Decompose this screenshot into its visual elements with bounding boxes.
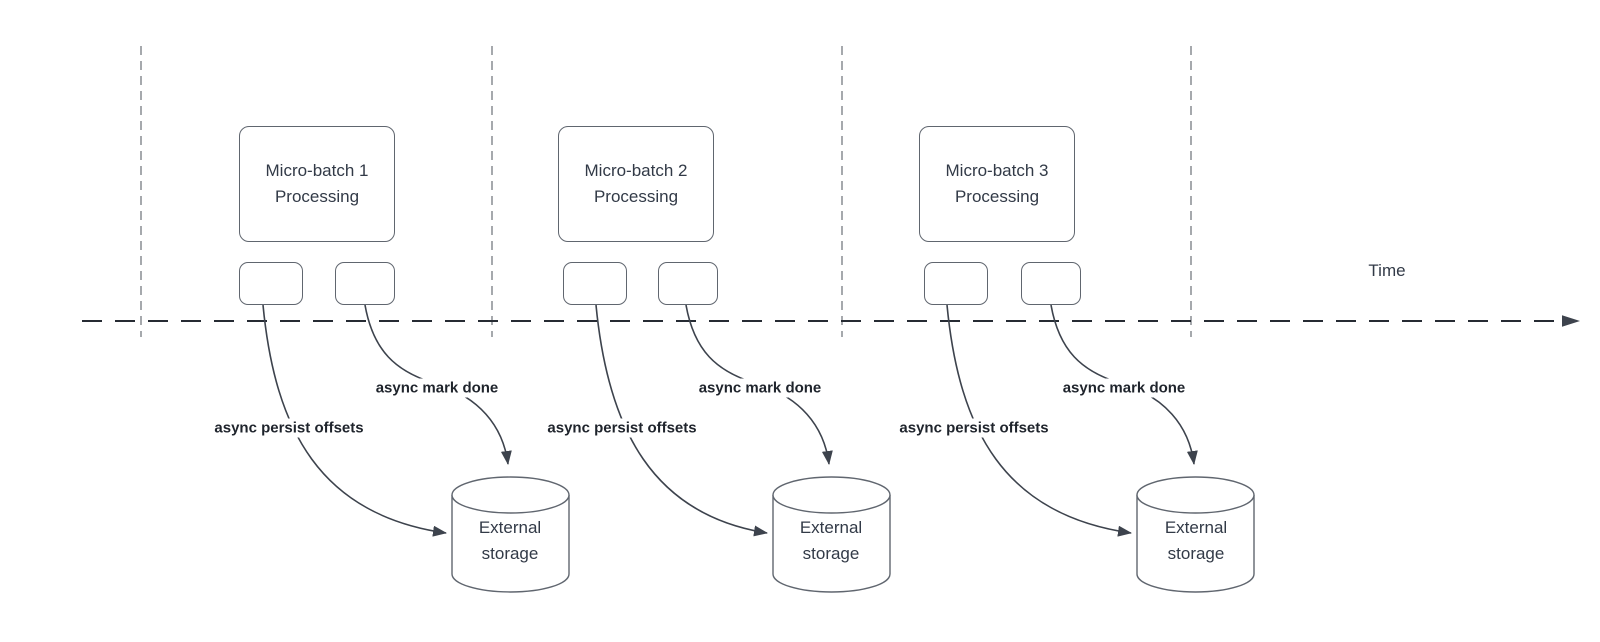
- offset-commit-task-3: [924, 262, 988, 305]
- mark-done-label-1: async mark done: [371, 378, 503, 398]
- mark-done-task-2: [658, 262, 718, 305]
- persist-offsets-arrow-1: [262, 304, 447, 537]
- external-storage-label-2: External storage: [799, 518, 863, 563]
- persist-offsets-label-1: async persist offsets: [210, 418, 368, 438]
- storage-cylinder-2: [772, 476, 891, 593]
- storage-cylinder-3: [1136, 476, 1255, 593]
- offset-commit-task-1: [239, 262, 303, 305]
- offset-commit-task-2: [563, 262, 627, 305]
- mark-done-task-3: [1021, 262, 1081, 305]
- micro-batch-2-label: Micro-batch 2 Processing: [584, 161, 688, 206]
- micro-batch-1-box: Micro-batch 1 Processing: [239, 126, 395, 242]
- micro-batch-2-box: Micro-batch 2 Processing: [558, 126, 714, 242]
- mark-done-task-1: [335, 262, 395, 305]
- persist-offsets-arrow-3: [946, 304, 1132, 537]
- batch-interval-gridlines: [140, 46, 1192, 337]
- persist-offsets-label-3: async persist offsets: [895, 418, 1053, 438]
- micro-batch-1-label: Micro-batch 1 Processing: [265, 161, 369, 206]
- time-axis-arrowhead-icon: [1562, 315, 1580, 327]
- external-storage-label-1: External storage: [478, 518, 542, 563]
- persist-offsets-label-2: async persist offsets: [543, 418, 701, 438]
- micro-batch-3-box: Micro-batch 3 Processing: [919, 126, 1075, 242]
- time-axis-label: Time: [1368, 261, 1406, 280]
- mark-done-label-3: async mark done: [1058, 378, 1190, 398]
- external-storage-label-3: External storage: [1164, 518, 1228, 563]
- persist-offsets-arrow-2: [595, 304, 768, 537]
- mark-done-label-2: async mark done: [694, 378, 826, 398]
- micro-batch-3-label: Micro-batch 3 Processing: [945, 161, 1049, 206]
- time-axis: [82, 315, 1580, 327]
- storage-cylinder-1: [451, 476, 570, 593]
